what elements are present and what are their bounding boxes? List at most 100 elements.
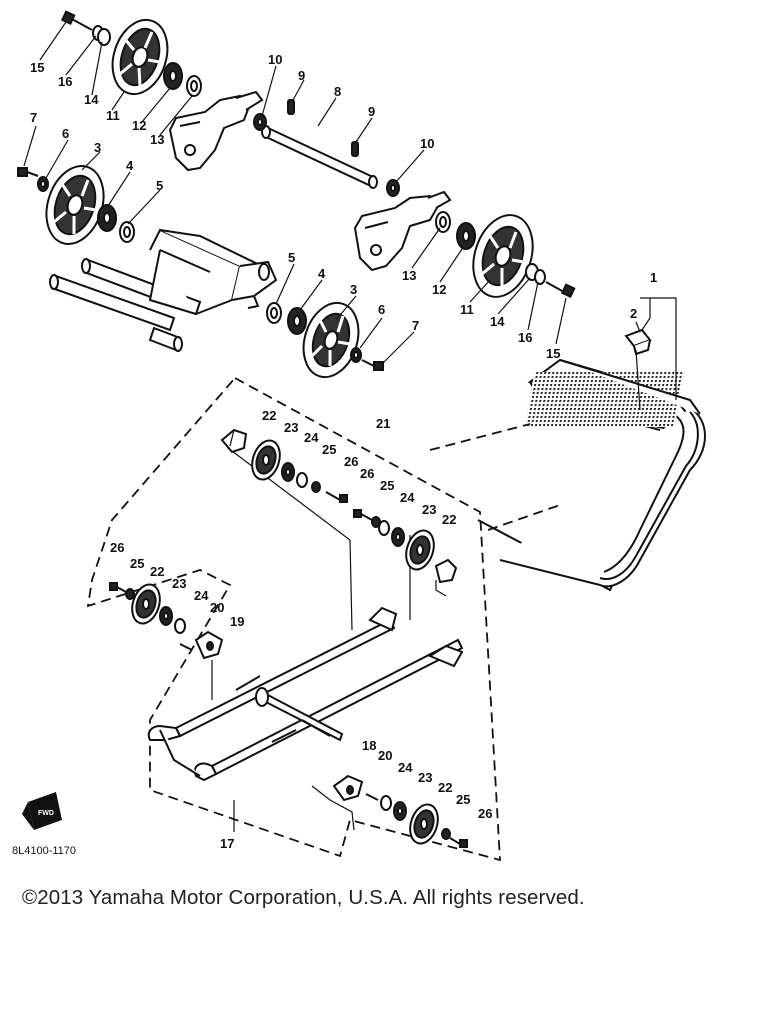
callout: 26 [478, 806, 492, 821]
callout: 9 [298, 68, 305, 83]
exploded-parts-diagram: FWD 15 16 14 11 12 13 7 6 3 4 5 10 9 8 9… [12, 10, 706, 862]
wheel-22-lower-left [131, 583, 161, 625]
callout: 26 [344, 454, 358, 469]
callout: 26 [110, 540, 124, 555]
track-belt-1 [477, 358, 706, 592]
washer-25-upper-left [311, 481, 321, 493]
bearing-4-lower [287, 307, 307, 335]
bolt-15-upper-left [60, 10, 93, 31]
bolt-15-right [545, 281, 576, 298]
callout: 26 [360, 466, 374, 481]
callout: 23 [284, 420, 298, 435]
wheel-22-upper-right [405, 529, 435, 571]
callout: 14 [84, 92, 99, 107]
wheel-22-upper-left [251, 439, 281, 481]
callout: 19 [230, 614, 244, 629]
wheel-22-lower-right [409, 803, 439, 845]
callout: 23 [418, 770, 432, 785]
bearing-23-lower-right [393, 801, 407, 821]
slide-rail-frame [147, 606, 464, 782]
callout: 18 [362, 738, 376, 753]
callout: 14 [490, 314, 505, 329]
callout: 20 [210, 600, 224, 615]
callout: 22 [150, 564, 164, 579]
collar-24-upper-left [296, 472, 308, 488]
collar-24-lower-left [174, 618, 186, 634]
callout: 25 [456, 792, 470, 807]
callout: 25 [380, 478, 394, 493]
nut-10-lower [386, 179, 400, 197]
bearing-4-upper [97, 204, 117, 232]
pin-20-lower-left [179, 643, 193, 651]
washer-25-lower-right [441, 828, 451, 840]
callout: 13 [150, 132, 164, 147]
callout: 15 [546, 346, 560, 361]
callout: 20 [378, 748, 392, 763]
bearing-12-right [456, 222, 476, 250]
callout: 2 [630, 306, 637, 321]
callout: 3 [350, 282, 357, 297]
pin-9-upper [287, 99, 295, 115]
bearing-12-upper-left [163, 62, 183, 90]
callout: 6 [62, 126, 69, 141]
part-callouts: 15 16 14 11 12 13 7 6 3 4 5 10 9 8 9 10 … [30, 52, 657, 851]
slider-bracket-upper-right [434, 558, 458, 584]
bearing-23-upper-right [391, 527, 405, 547]
callout: 15 [30, 60, 44, 75]
group-outline-17 [86, 376, 561, 862]
pin-9-lower [351, 141, 359, 157]
callout: 22 [262, 408, 276, 423]
callout: 7 [30, 110, 37, 125]
nut-10-upper [253, 113, 267, 131]
callout: 10 [268, 52, 282, 67]
leader-lines-group-lower-left [211, 429, 235, 700]
collar-24-lower-right [380, 795, 392, 811]
collar-13-upper-left [186, 75, 202, 97]
pivot-frame [49, 228, 278, 352]
callout: 23 [422, 502, 436, 517]
bolt-26-upper-right [353, 509, 373, 521]
callout: 4 [126, 158, 134, 173]
fwd-label: FWD [38, 810, 54, 817]
drawing-code: 8L4100-1170 [12, 845, 76, 857]
callout: 24 [304, 430, 319, 445]
collar-24-upper-right [378, 520, 390, 536]
arm-bracket-upper-left [168, 90, 264, 172]
callout: 5 [156, 178, 163, 193]
bolt-7-lower [361, 359, 384, 371]
callout: 10 [420, 136, 434, 151]
washer-6-lower [350, 347, 362, 363]
washer-14-right [525, 263, 546, 285]
arm-bracket-right [353, 190, 452, 272]
bolt-26-lower-left [109, 582, 127, 593]
bolt-26-lower-right [449, 837, 468, 848]
callout: 4 [318, 266, 326, 281]
collar-5-upper [119, 221, 135, 243]
pin-20-lower-right [365, 793, 379, 801]
callout: 24 [194, 588, 209, 603]
callout: 11 [106, 108, 120, 123]
callout: 7 [412, 318, 419, 333]
callout: 25 [130, 556, 144, 571]
callout: 1 [650, 270, 657, 285]
copyright-notice: ©2013 Yamaha Motor Corporation, U.S.A. A… [22, 886, 585, 909]
callout: 17 [220, 836, 234, 851]
callout: 12 [132, 118, 146, 133]
callout: 21 [376, 416, 390, 431]
callout: 12 [432, 282, 446, 297]
bearing-23-upper-left [281, 462, 295, 482]
leader-lines-group-lower-right [233, 785, 355, 832]
callout: 24 [400, 490, 415, 505]
collar-5-lower [266, 302, 282, 324]
callout: 22 [438, 780, 452, 795]
wheel-11-right [472, 214, 534, 298]
callout: 6 [378, 302, 385, 317]
wheel-11-upper-left [111, 18, 169, 96]
collar-13-right [435, 211, 451, 233]
leader-lines-upper [23, 21, 567, 365]
bracket-19 [194, 630, 224, 660]
slider-bracket-upper [220, 428, 248, 454]
wheel-3-lower [302, 301, 360, 379]
callout: 8 [334, 84, 341, 99]
callout: 16 [58, 74, 72, 89]
